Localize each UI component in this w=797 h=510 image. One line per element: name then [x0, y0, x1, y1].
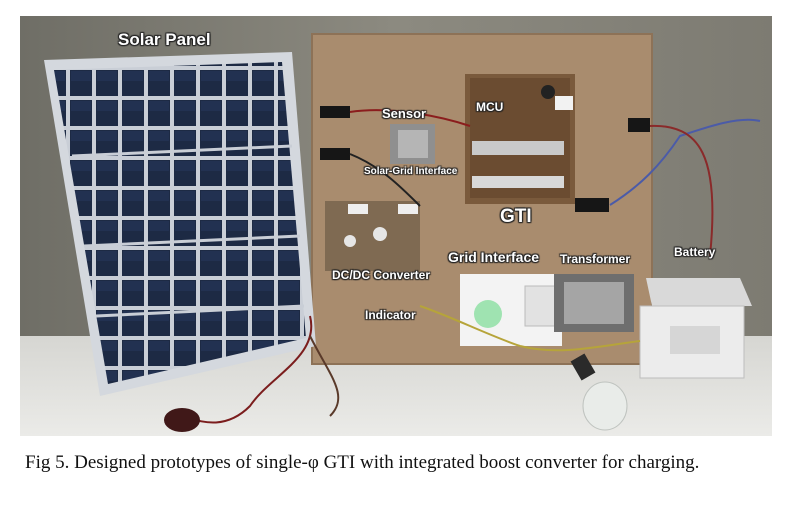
sensor-label: Sensor: [382, 106, 427, 121]
battery: [639, 278, 752, 379]
solar-grid-interface-label: Solar-Grid Interface: [364, 166, 458, 177]
light-bulb: [570, 353, 628, 431]
terminal-blocks: [320, 106, 650, 212]
prototype-illustration: [20, 16, 772, 436]
prototype-photo: Solar Panel Sensor MCU Solar-Grid Interf…: [20, 16, 772, 436]
solar-panel-label: Solar Panel: [118, 30, 211, 49]
dcdc-converter-label: DC/DC Converter: [332, 268, 431, 282]
battery-label: Battery: [674, 245, 716, 259]
indicator-label: Indicator: [365, 308, 416, 322]
plug: [164, 408, 200, 432]
gti-label: GTI: [500, 206, 532, 227]
transformer-label: Transformer: [560, 252, 631, 266]
figure-caption: Fig 5. Designed prototypes of single-φ G…: [25, 452, 700, 473]
mcu-label: MCU: [476, 100, 504, 114]
grid-interface-label: Grid Interface: [448, 249, 540, 265]
solar-panel: [44, 52, 316, 396]
